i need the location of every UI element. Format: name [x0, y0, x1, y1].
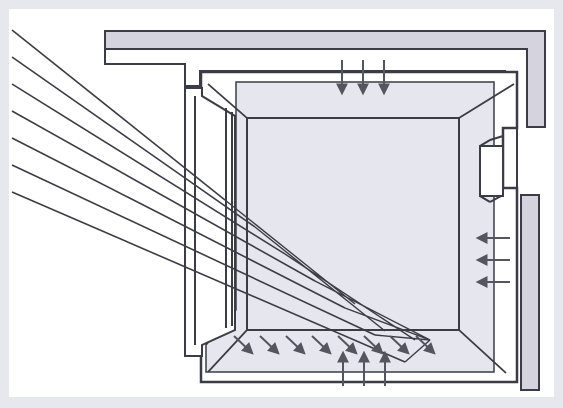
corner-line: [458, 83, 515, 119]
arrow-down-right: [363, 335, 384, 355]
airflow-arrows: [233, 60, 510, 386]
arrow-down-right: [259, 335, 280, 355]
outer-wall-right: [520, 194, 540, 391]
arrow-down-right: [311, 335, 332, 355]
sun-ray-inner: [254, 226, 386, 332]
inner-square: [246, 117, 460, 331]
arrow-down-right: [337, 335, 358, 355]
sun-ray-inner: [314, 280, 431, 341]
arrow-down-right: [233, 335, 254, 355]
sun-ray-inner: [374, 334, 431, 341]
sun-ray: [11, 164, 376, 336]
sun-ray: [11, 191, 406, 363]
sun-rays: [11, 29, 431, 363]
corner-line: [207, 83, 248, 119]
arrow-down-right: [415, 335, 436, 355]
sun-ray: [11, 137, 346, 309]
sun-ray: [11, 83, 286, 255]
right-window-glass: [479, 145, 504, 197]
corner-line: [458, 329, 507, 374]
sun-ray: [11, 56, 256, 228]
sun-ray: [11, 110, 316, 282]
corner-line: [207, 329, 248, 373]
arrow-down-right: [389, 335, 410, 355]
arrow-down-right: [285, 335, 306, 355]
sun-ray: [11, 29, 226, 201]
sun-ray-inner: [344, 307, 431, 341]
